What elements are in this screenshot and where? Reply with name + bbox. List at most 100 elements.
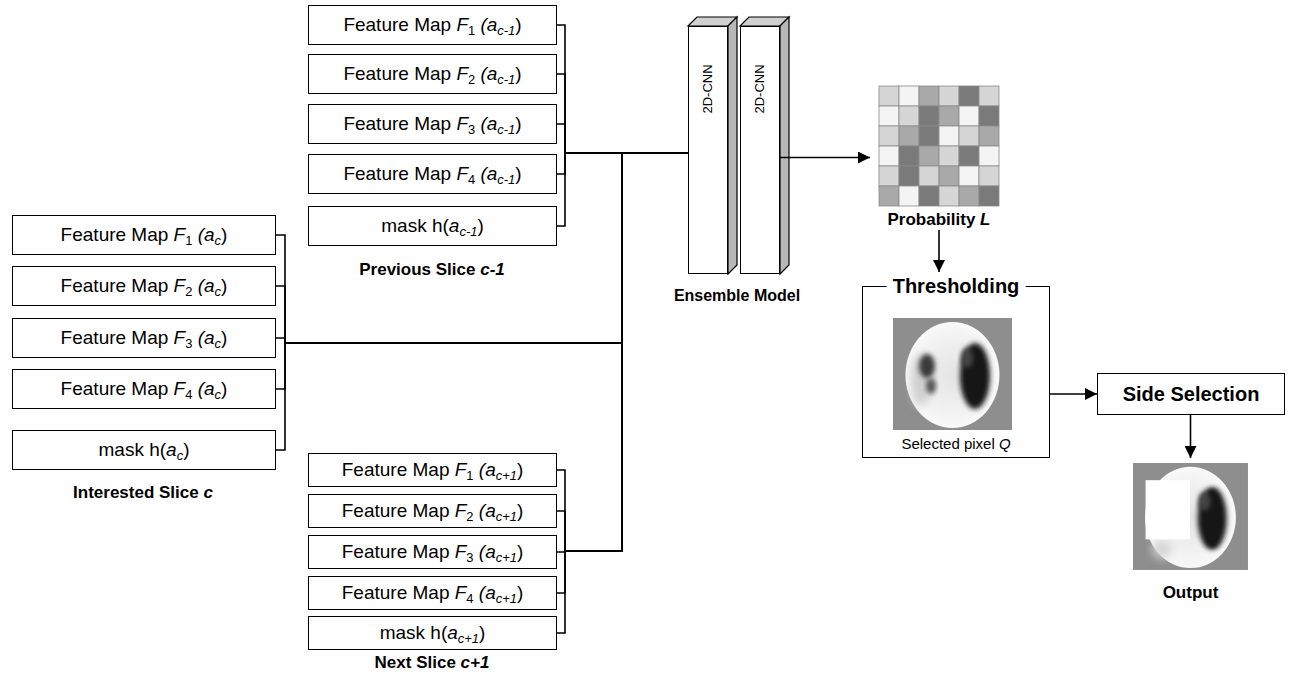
feature-map-box: Feature Map F2 (ac+1) bbox=[308, 494, 557, 528]
text-part: ) bbox=[479, 622, 485, 643]
node-label: Selected pixel Q bbox=[901, 435, 1010, 453]
probability-grid bbox=[939, 186, 959, 206]
text-part: c bbox=[215, 232, 221, 247]
text-part: a bbox=[166, 439, 177, 460]
text-part: Feature Map bbox=[342, 459, 455, 480]
text-part: ( bbox=[479, 459, 485, 480]
text-part: F bbox=[455, 582, 467, 603]
text-part: 1 bbox=[468, 22, 475, 37]
text-part bbox=[975, 210, 980, 229]
text-part: ) bbox=[517, 582, 523, 603]
feature-map-box: Feature Map F2 (ac) bbox=[12, 266, 276, 306]
node-label: Feature Map F2 (ac+1) bbox=[342, 500, 523, 523]
text-part: c bbox=[215, 386, 221, 401]
text-part: F bbox=[174, 327, 186, 348]
model-label: Ensemble Model bbox=[674, 286, 800, 305]
probability-grid bbox=[919, 106, 939, 126]
text-part: ) bbox=[477, 215, 483, 236]
text-part: ( bbox=[479, 500, 485, 521]
connector bbox=[276, 153, 688, 343]
text-part: a bbox=[487, 113, 498, 134]
node-label: mask h(ac) bbox=[99, 439, 190, 462]
text-part: F bbox=[174, 378, 186, 399]
text-part bbox=[199, 483, 204, 502]
cnn-layer: 2D-CNN bbox=[740, 26, 780, 274]
text-part: c+1 bbox=[496, 590, 517, 605]
text-part bbox=[995, 435, 999, 452]
probability-grid bbox=[919, 166, 939, 186]
text-part: c+1 bbox=[496, 549, 517, 564]
text-part: c-1 bbox=[497, 171, 515, 186]
probability-grid bbox=[919, 146, 939, 166]
text-part: 3 bbox=[185, 335, 192, 350]
text-part: ( bbox=[480, 14, 486, 35]
connector bbox=[276, 153, 688, 343]
text-part: ) bbox=[515, 163, 521, 184]
probability-grid bbox=[899, 106, 919, 126]
text-part: c-1 bbox=[497, 71, 515, 86]
output-brain bbox=[1199, 492, 1211, 511]
output-brain bbox=[1146, 480, 1190, 539]
node-label: mask h(ac-1) bbox=[381, 215, 483, 238]
thresholded-brain bbox=[893, 318, 1012, 430]
text-part bbox=[474, 541, 479, 562]
probability-grid bbox=[959, 166, 979, 186]
text-part: 2 bbox=[466, 508, 473, 523]
feature-map-box: Feature Map F2 (ac-1) bbox=[308, 54, 557, 94]
text-part: a bbox=[487, 14, 498, 35]
connector bbox=[276, 153, 688, 343]
output-brain bbox=[1133, 463, 1248, 570]
thresholded-brain bbox=[961, 348, 973, 368]
thresholded-brain bbox=[893, 318, 1012, 430]
group-label: Next Slice c+1 bbox=[375, 653, 490, 673]
node-label: Probability L bbox=[888, 210, 991, 230]
text-part: 2 bbox=[185, 283, 192, 298]
text-part: c-1 bbox=[497, 22, 515, 37]
text-part: a bbox=[487, 163, 498, 184]
connector bbox=[557, 153, 688, 633]
text-part: c-1 bbox=[497, 71, 515, 86]
text-part bbox=[192, 378, 197, 399]
text-part bbox=[474, 582, 479, 603]
probability-grid bbox=[879, 146, 899, 166]
probability-grid bbox=[979, 186, 999, 206]
text-part: a bbox=[485, 582, 496, 603]
panel-border bbox=[862, 286, 1050, 458]
feature-map-box: Feature Map F3 (ac-1) bbox=[308, 104, 557, 144]
connector bbox=[1190, 415, 1192, 458]
text-part: ( bbox=[198, 378, 204, 399]
node-label: Feature Map F2 (ac) bbox=[61, 275, 228, 298]
feature-map-box: Feature Map F1 (ac) bbox=[12, 215, 276, 255]
connector bbox=[276, 153, 688, 450]
node-label: Feature Map F4 (ac+1) bbox=[342, 582, 523, 605]
text-part bbox=[456, 653, 461, 672]
text-part: ) bbox=[221, 275, 227, 296]
text-part: c bbox=[215, 386, 221, 401]
connector bbox=[1050, 393, 1097, 395]
text-part: c bbox=[215, 335, 221, 350]
cnn-depth bbox=[688, 17, 789, 274]
probability-grid bbox=[959, 186, 979, 206]
text-part: c bbox=[177, 447, 183, 462]
thresholding-panel: ThresholdingSelected pixel Q bbox=[862, 272, 1050, 458]
text-part bbox=[192, 275, 197, 296]
text-part: 2D-CNN bbox=[700, 64, 715, 113]
text-part: c-1 bbox=[480, 260, 505, 279]
node-label: Feature Map F2 (ac-1) bbox=[343, 63, 521, 86]
text-part: Next Slice bbox=[375, 653, 456, 672]
text-part: Previous Slice bbox=[359, 260, 475, 279]
text-part: Feature Map bbox=[343, 113, 456, 134]
node-label: 2D-CNN bbox=[752, 64, 768, 113]
text-part bbox=[192, 224, 197, 245]
text-part: F bbox=[174, 275, 186, 296]
text-part: Feature Map bbox=[342, 541, 455, 562]
text-part: a bbox=[204, 275, 215, 296]
text-part: a bbox=[485, 500, 496, 521]
probability-grid bbox=[939, 86, 959, 106]
text-part: ( bbox=[198, 275, 204, 296]
text-part: Feature Map bbox=[343, 14, 456, 35]
probability-grid bbox=[879, 106, 899, 126]
text-part: 3 bbox=[468, 121, 475, 136]
